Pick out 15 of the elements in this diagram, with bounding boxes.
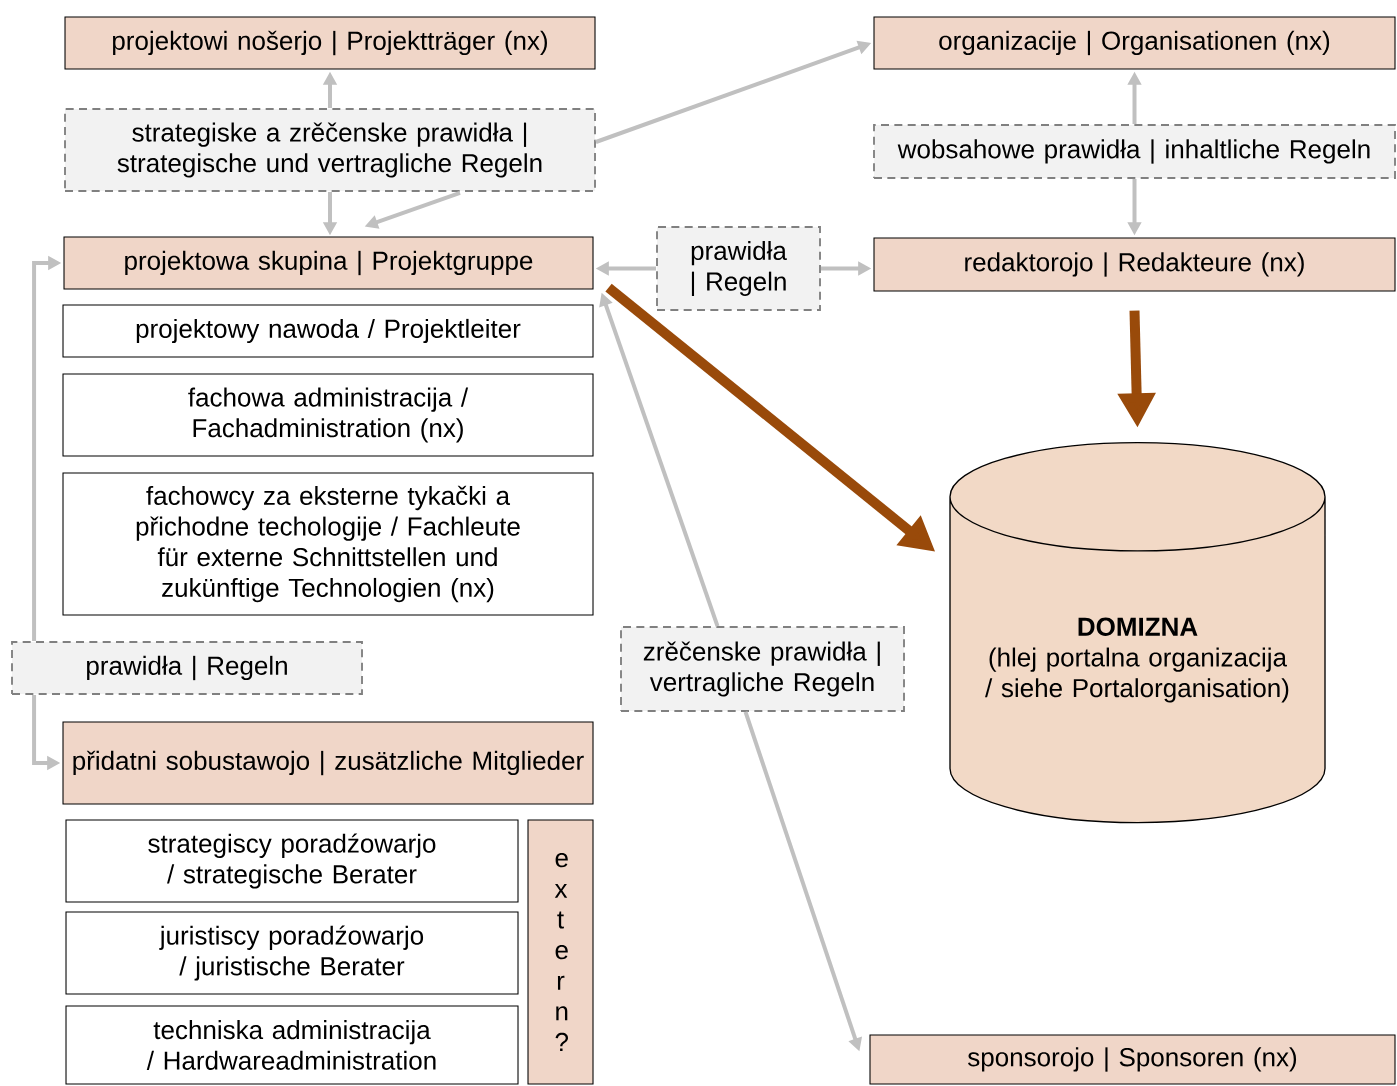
member-box: fachowcy za eksterne tykački a přichodne techologije / Fachleute für externe Schnittstellen und zukünftige Technologien (nx) — [62, 472, 594, 616]
role-box: redaktorojo | Redakteure (nx) — [873, 237, 1396, 292]
rule-box: wobsahowe prawidła | inhaltliche Regeln — [873, 124, 1396, 179]
role-box: sponsorojo | Sponsoren (nx) — [869, 1034, 1396, 1085]
role-box: přidatni sobustawojo | zusätzliche Mitglieder — [62, 721, 594, 805]
role-box: projektowi nošerjo | Projektträger (nx) — [64, 16, 596, 70]
member-box: fachowa administracija / Fachadministration (nx) — [62, 373, 594, 457]
database-cylinder: DOMIZNA (hlej portalna organizacija / siehe Portalorganisation) — [949, 441, 1326, 824]
role-box: organizacije | Organisationen (nx) — [873, 16, 1396, 70]
member-box: projektowy nawoda / Projektleiter — [62, 304, 594, 358]
member-box: strategiscy poradźowarjo / strategische Berater — [65, 819, 519, 903]
member-box: techniska administracija / Hardwareadministration — [65, 1005, 519, 1085]
side-label-box: e x t e r n ? — [527, 819, 594, 1085]
member-box: juristiscy poradźowarjo / juristische Berater — [65, 911, 519, 995]
role-box: projektowa skupina | Projektgruppe — [63, 236, 594, 290]
